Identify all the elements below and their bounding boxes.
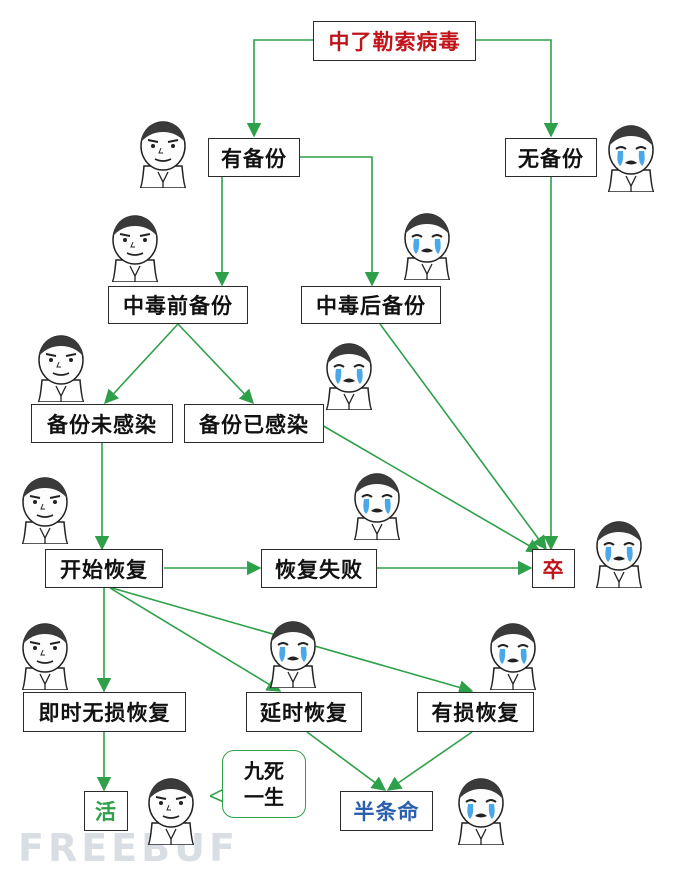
crying-face-icon-7: [482, 620, 544, 691]
edge-infected-to-has-backup: [246, 39, 313, 138]
crying-face-icon-5: [588, 518, 650, 589]
node-dead: 卒: [532, 549, 575, 588]
crying-face-icon-1: [600, 122, 662, 193]
node-has-backup: 有备份: [208, 138, 300, 177]
edge-lossy-to-half: [386, 731, 473, 791]
edge-backup-infected-to-dead: [319, 423, 542, 553]
edge-has-backup-to-after: [300, 156, 380, 287]
node-delayed-restore: 延时恢复: [246, 692, 362, 732]
node-backup-after: 中毒后备份: [301, 286, 441, 324]
node-restore-failed: 恢复失败: [261, 549, 377, 588]
bubble-line-1: 九死: [244, 759, 284, 783]
calm-face-icon-4: [14, 474, 76, 545]
edge-before-to-infected: [177, 323, 254, 405]
node-alive: 活: [84, 791, 128, 831]
node-backup-before: 中毒前备份: [108, 286, 248, 324]
node-backup-infected: 备份已感染: [184, 404, 324, 443]
node-instant-restore: 即时无损恢复: [23, 692, 186, 732]
node-infected: 中了勒索病毒: [313, 21, 476, 61]
crying-face-icon-8: [450, 775, 512, 846]
calm-face-icon-3: [30, 332, 92, 403]
edge-after-to-dead: [379, 323, 547, 551]
node-backup-clean: 备份未感染: [31, 404, 173, 443]
node-lossy-restore: 有损恢复: [417, 692, 534, 732]
edge-infected-to-no-backup: [476, 39, 559, 138]
crying-face-icon-6: [262, 618, 324, 689]
edge-restore-to-delayed: [109, 587, 282, 692]
crying-face-icon-4: [346, 470, 408, 541]
calm-face-icon-6: [140, 775, 202, 846]
watermark: FREEBUF: [18, 826, 239, 870]
crying-face-icon-3: [318, 340, 380, 411]
speech-bubble: 九死 一生: [222, 750, 306, 818]
calm-face-icon-1: [132, 118, 194, 189]
edge-before-to-clean: [104, 323, 179, 405]
bubble-line-2: 一生: [244, 785, 284, 809]
speech-bubble-tail: [210, 789, 224, 803]
calm-face-icon-5: [14, 620, 76, 691]
calm-face-icon-2: [104, 212, 166, 283]
edge-delayed-to-half: [306, 731, 387, 791]
node-half-life: 半条命: [340, 791, 433, 831]
node-start-restore: 开始恢复: [45, 549, 163, 588]
node-no-backup: 无备份: [505, 138, 597, 177]
crying-face-icon-2: [396, 210, 458, 281]
